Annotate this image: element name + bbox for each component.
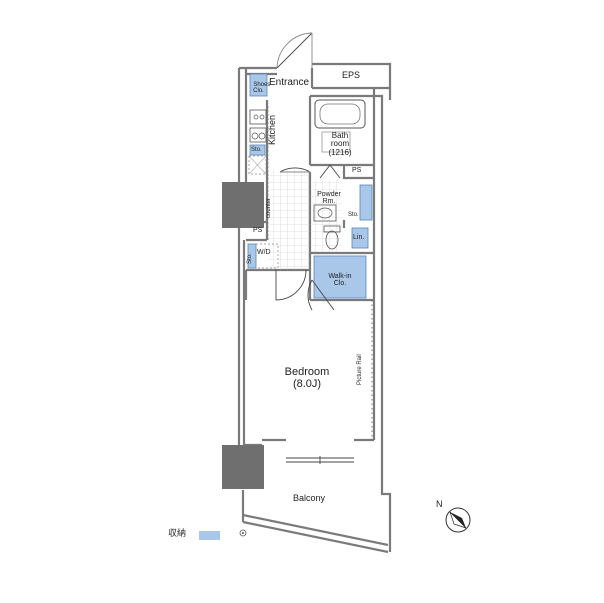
balcony-label: Balcony [293,493,326,503]
wd-label: W/D [257,249,271,256]
sto-kitchen-label: Sto. [251,147,262,153]
ps-top-label: PS [352,167,362,174]
kitchen-sink [249,109,267,125]
picture-rail-label: Picture Rail [357,354,363,385]
legend-label: 収納 [168,529,187,539]
kitchen-label: Kitchen [267,114,277,145]
sto-wd-label: Sto. [247,253,253,264]
column-upper [222,182,264,228]
column-lower [222,445,264,489]
powder-room-label: Powder Rm. [317,191,341,206]
wd-pan [255,243,279,269]
bedroom-label: Bedroom (8.0J) [284,366,330,390]
counter-label: counter [266,197,272,218]
walkin-closet-label: Walk-in Clo. [328,273,352,288]
shoes-closet-text: Shoes Clo. [253,82,271,94]
fridge-space [248,155,267,175]
bath-room-label: Bath room (1216) [328,131,352,157]
compass-north-label: N [436,499,443,509]
doors [275,32,354,464]
washbasin [313,204,337,222]
linen-closet [351,227,369,249]
kitchen-floor-tile [268,170,310,270]
kitchen-storage [249,144,266,156]
toilet-tank [323,225,341,233]
bathtub [314,99,366,129]
sto-powder-label: Sto. [348,212,359,218]
shoes-closet [249,73,268,97]
entrance-label: Entrance [269,77,310,88]
compass [445,507,471,533]
walkin-closet [313,255,367,299]
shoes-closet-label: Shoes Clo. [250,76,271,94]
legend-swatch [199,531,220,540]
lin-label: Lin. [353,234,365,241]
ps-left-label: PS [253,227,263,234]
powder-storage [359,184,373,221]
storage-areas [247,73,373,299]
powder-floor-tile [312,180,342,252]
toilet-bowl [325,230,339,250]
balcony-drain [239,529,247,537]
kitchen-stove [249,127,267,143]
eps-label: EPS [342,70,361,80]
